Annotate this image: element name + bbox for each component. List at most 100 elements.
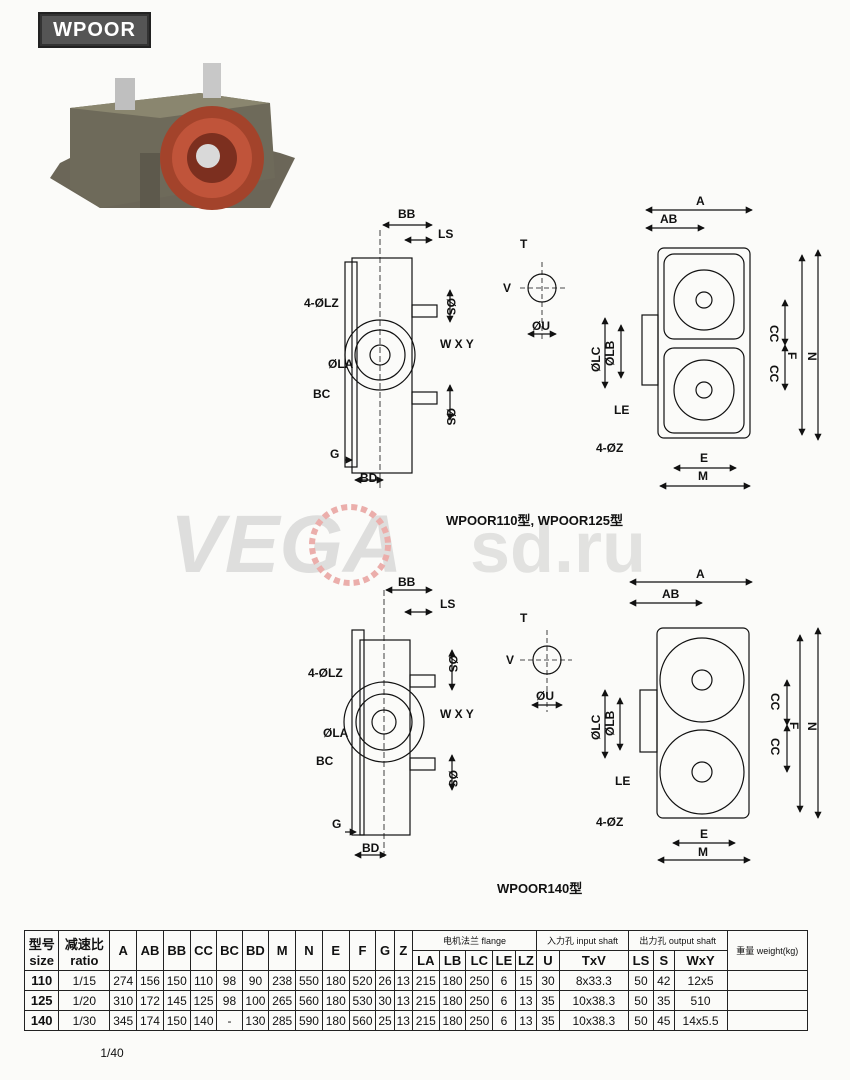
table-cell: 15 [514, 970, 538, 991]
col-LA: LA [411, 950, 440, 971]
table-cell: 42 [653, 970, 675, 991]
svg-text:ØLA: ØLA [323, 726, 349, 740]
table-cell: 180 [438, 990, 467, 1011]
front-view-top [601, 206, 822, 490]
svg-text:ØLA: ØLA [328, 357, 354, 371]
side-view-top [344, 221, 454, 490]
table-cell: 98 [216, 990, 243, 1011]
col-weight: 重量 weight(kg) [726, 930, 809, 971]
svg-text:ØLB: ØLB [603, 340, 617, 366]
svg-text:4-ØZ: 4-ØZ [596, 815, 623, 829]
col-A: A [109, 930, 138, 971]
table-cell: 6 [492, 970, 516, 991]
table-cell: 50 [627, 990, 655, 1011]
extra-ratio: 1/40 [100, 1046, 124, 1060]
table-cell: 310 [109, 990, 138, 1011]
col-LE: LE [492, 950, 516, 971]
table-cell: 10x38.3 [558, 1010, 629, 1031]
col-Z: Z [393, 930, 413, 971]
table-cell: 145 [162, 990, 191, 1011]
table-cell: 274 [109, 970, 138, 991]
svg-text:CC: CC [767, 365, 781, 383]
svg-text:ØS: ØS [446, 655, 460, 672]
col-input-group: 入力孔 input shaft [536, 930, 629, 951]
table-cell: 6 [492, 990, 516, 1011]
svg-text:BC: BC [316, 754, 334, 768]
table-cell: 30 [375, 990, 395, 1011]
table-cell: 100 [241, 990, 270, 1011]
table-cell: 250 [465, 1010, 494, 1031]
col-CC: CC [189, 930, 218, 971]
col-AB: AB [136, 930, 164, 971]
table-cell: 215 [411, 970, 440, 991]
table-cell: 250 [465, 970, 494, 991]
svg-text:BB: BB [398, 207, 416, 221]
svg-text:E: E [700, 451, 708, 465]
table-cell: 30 [536, 970, 560, 991]
svg-text:ØLC: ØLC [589, 346, 603, 372]
table-cell: 25 [375, 1010, 395, 1031]
table-cell: 345 [109, 1010, 138, 1031]
col-U: U [536, 950, 560, 971]
table-cell: 45 [653, 1010, 675, 1031]
col-M: M [268, 930, 297, 971]
svg-text:LS: LS [438, 227, 453, 241]
svg-text:T: T [520, 237, 528, 251]
cell-ratio: 1/30 [58, 1010, 111, 1031]
table-cell: 98 [216, 970, 243, 991]
svg-text:N: N [805, 352, 819, 361]
col-F: F [348, 930, 377, 971]
svg-text:4-ØLZ: 4-ØLZ [304, 296, 339, 310]
side-view-bottom [343, 586, 456, 860]
svg-text:F: F [787, 722, 801, 729]
col-output-group: 出力孔 output shaft [627, 930, 728, 951]
table-cell: 150 [162, 1010, 191, 1031]
svg-text:CC: CC [768, 738, 782, 756]
table-cell: 90 [241, 970, 270, 991]
table-cell: 35 [536, 1010, 560, 1031]
svg-text:CC: CC [768, 693, 782, 711]
front-view-bottom [601, 578, 822, 864]
table-cell: 125 [189, 990, 218, 1011]
svg-text:W X Y: W X Y [440, 707, 474, 721]
svg-text:LE: LE [615, 774, 630, 788]
table-cell: 13 [514, 1010, 538, 1031]
svg-text:ØLC: ØLC [589, 714, 603, 740]
table-cell: 130 [241, 1010, 270, 1031]
table-cell: 180 [438, 970, 467, 991]
table-cell: 6 [492, 1010, 516, 1031]
table-cell: 215 [411, 1010, 440, 1031]
svg-text:A: A [696, 194, 705, 208]
table-cell: 238 [268, 970, 297, 991]
svg-text:E: E [700, 827, 708, 841]
table-cell: 12x5 [673, 970, 728, 991]
table-cell [726, 990, 809, 1011]
svg-text:ØLB: ØLB [603, 710, 617, 736]
svg-text:ØS: ØS [444, 298, 458, 315]
table-cell [726, 970, 809, 991]
table-cell: 26 [375, 970, 395, 991]
watermark: VEGA sd.ru [170, 500, 646, 590]
caption-top: WPOOR110型, WPOOR125型 [446, 513, 623, 528]
col-LS: LS [627, 950, 655, 971]
shaft-section-top [520, 262, 565, 340]
table-cell: 35 [653, 990, 675, 1011]
cell-size: 140 [23, 1010, 60, 1031]
svg-text:LE: LE [614, 403, 629, 417]
col-BD: BD [241, 930, 270, 971]
col-E: E [321, 930, 350, 971]
svg-text:A: A [696, 567, 705, 581]
table-cell: 156 [136, 970, 164, 991]
col-LC: LC [465, 950, 494, 971]
svg-text:BD: BD [360, 471, 378, 485]
table-cell: 13 [393, 990, 413, 1011]
col-flange-group: 电机法兰 flange [411, 930, 538, 951]
table-cell [726, 1010, 809, 1031]
svg-text:M: M [698, 469, 708, 483]
table-cell: 560 [348, 1010, 377, 1031]
table-cell: 265 [268, 990, 297, 1011]
table-cell: 8x33.3 [558, 970, 629, 991]
svg-text:W X Y: W X Y [440, 337, 474, 351]
